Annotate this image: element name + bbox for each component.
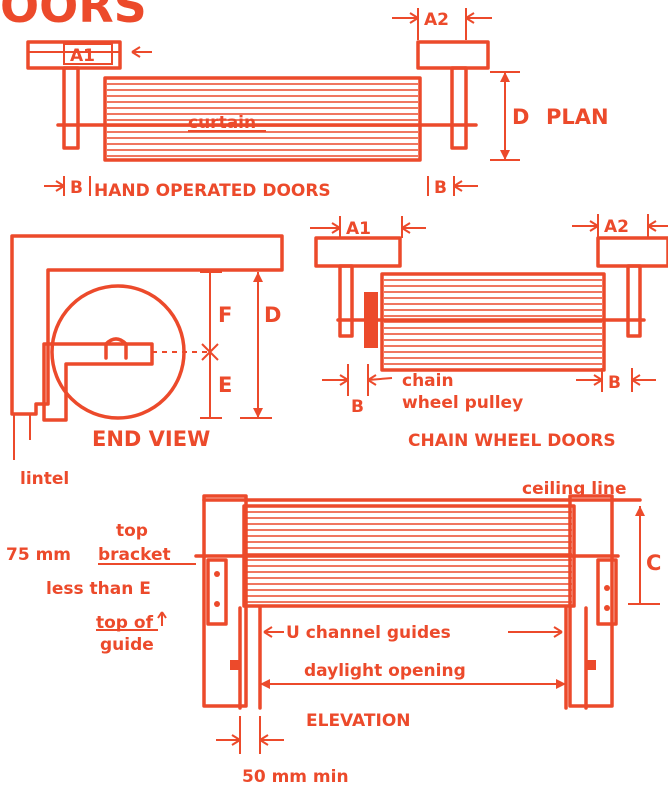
- elev-75mm-label: 75 mm: [6, 545, 71, 565]
- plan-caption: HAND OPERATED DOORS: [94, 181, 331, 201]
- end-bracket-plate: [42, 342, 154, 422]
- chain-curtain-slats: [384, 279, 602, 365]
- elev-right-bracket: [596, 558, 618, 626]
- plan-view: curtain A1 A2 D PLAN B HAND OPERATED DOO…: [26, 8, 609, 201]
- elev-right-guide: [564, 606, 588, 710]
- elev-c-arrowhead: [635, 506, 645, 516]
- end-view: F E D END VIEW lintel: [10, 234, 284, 489]
- chain-caption: CHAIN WHEEL DOORS: [408, 431, 616, 451]
- chain-b-left-label: B: [351, 397, 364, 417]
- end-lintel-label: lintel: [20, 469, 69, 489]
- title-fragment: OORS: [0, 0, 147, 33]
- elev-c-label: C: [646, 551, 661, 575]
- chain-b-right-arrow: [576, 374, 603, 386]
- chain-b-right-label: B: [608, 373, 621, 393]
- elev-right-bolt-1: [604, 585, 610, 591]
- end-wall-outline: [10, 234, 284, 416]
- chain-chain-label: chain: [402, 371, 454, 391]
- chain-left-wall: [314, 236, 402, 268]
- plan-a1-box: [63, 43, 113, 65]
- plan-d-arrowheads: [500, 72, 510, 160]
- end-f-label: F: [218, 303, 232, 327]
- plan-b-left-arrow: [44, 180, 65, 192]
- elev-right-bolt-2: [604, 605, 610, 611]
- elev-caption: ELEVATION: [306, 711, 411, 731]
- chain-a2-arrow-left: [572, 220, 599, 232]
- plan-b-right-arrow: [453, 180, 478, 192]
- chain-a2-arrow-right: [647, 220, 668, 232]
- chain-a1-arrow-right: [401, 222, 426, 234]
- chain-a1-arrow-left: [310, 222, 341, 234]
- plan-a2-arrow-left: [392, 12, 419, 24]
- elev-daylight-label: daylight opening: [304, 661, 466, 681]
- elev-min-arrow-right: [259, 734, 284, 746]
- elev-right-pier: [568, 494, 614, 708]
- plan-b-left-label: B: [70, 178, 83, 198]
- elev-left-bracket: [206, 558, 228, 626]
- end-axle-hook: [104, 337, 128, 360]
- elev-top-of-label: top of: [96, 613, 154, 633]
- plan-d-label: D: [512, 105, 529, 129]
- plan-a2-arrow-right: [465, 12, 492, 24]
- elev-left-stop: [230, 660, 240, 670]
- elev-top-of-arrow: [157, 611, 167, 626]
- elev-bracket-label: bracket: [98, 545, 171, 565]
- plan-a1-label: A1: [70, 46, 95, 66]
- chain-right-wall: [596, 236, 668, 268]
- elev-top-label: top: [116, 521, 148, 541]
- chain-b-left-arrow2: [367, 374, 393, 386]
- elev-u-arrow-right: [508, 626, 563, 638]
- elev-curtain-slats: [246, 511, 572, 603]
- plan-b-right-label: B: [434, 178, 447, 198]
- chain-wheel-view: A1 A2 B chain wheel pulley B CHAIN WHEEL…: [310, 214, 668, 451]
- chain-b-left-arrow: [322, 374, 349, 386]
- elev-left-pier: [202, 494, 248, 708]
- plan-right-bracket: [450, 66, 468, 150]
- plan-a2-label: A2: [424, 10, 449, 30]
- elev-less-than-e-label: less than E: [46, 579, 151, 599]
- chain-a2-label: A2: [604, 217, 629, 237]
- end-fe-cross: [201, 343, 219, 361]
- plan-a1-arrow: [131, 46, 152, 58]
- chain-wheel-label: wheel pulley: [402, 393, 523, 413]
- plan-right-wall: [416, 40, 490, 70]
- elev-right-stop: [586, 660, 596, 670]
- elev-ceiling-label: ceiling line: [522, 479, 627, 499]
- chain-a1-label: A1: [346, 219, 371, 239]
- elevation-view: U channel guides daylight opening ELEVAT…: [6, 479, 661, 787]
- chain-wheel: [364, 292, 378, 348]
- plan-curtain-slats: [107, 83, 418, 157]
- elev-min-arrow-left: [216, 734, 241, 746]
- plan-label: PLAN: [546, 105, 609, 129]
- elev-left-guide: [238, 606, 262, 710]
- chain-left-bracket: [338, 264, 354, 338]
- plan-curtain: [103, 76, 422, 162]
- chain-right-bracket: [626, 264, 642, 338]
- end-e-label: E: [218, 373, 232, 397]
- elev-guide-label: guide: [100, 635, 154, 655]
- elev-left-bolt-2: [214, 601, 220, 607]
- end-d-label: D: [264, 303, 281, 327]
- elev-u-arrow-left: [263, 626, 284, 638]
- plan-curtain-label: curtain: [188, 113, 256, 133]
- chain-curtain: [380, 272, 606, 372]
- plan-left-bracket: [62, 66, 80, 150]
- elev-50mm-label: 50 mm min: [242, 767, 349, 787]
- elev-left-bolt-1: [214, 571, 220, 577]
- elev-u-channel-label: U channel guides: [286, 623, 451, 643]
- end-view-caption: END VIEW: [92, 427, 210, 451]
- chain-b-right-arrow2: [631, 374, 656, 386]
